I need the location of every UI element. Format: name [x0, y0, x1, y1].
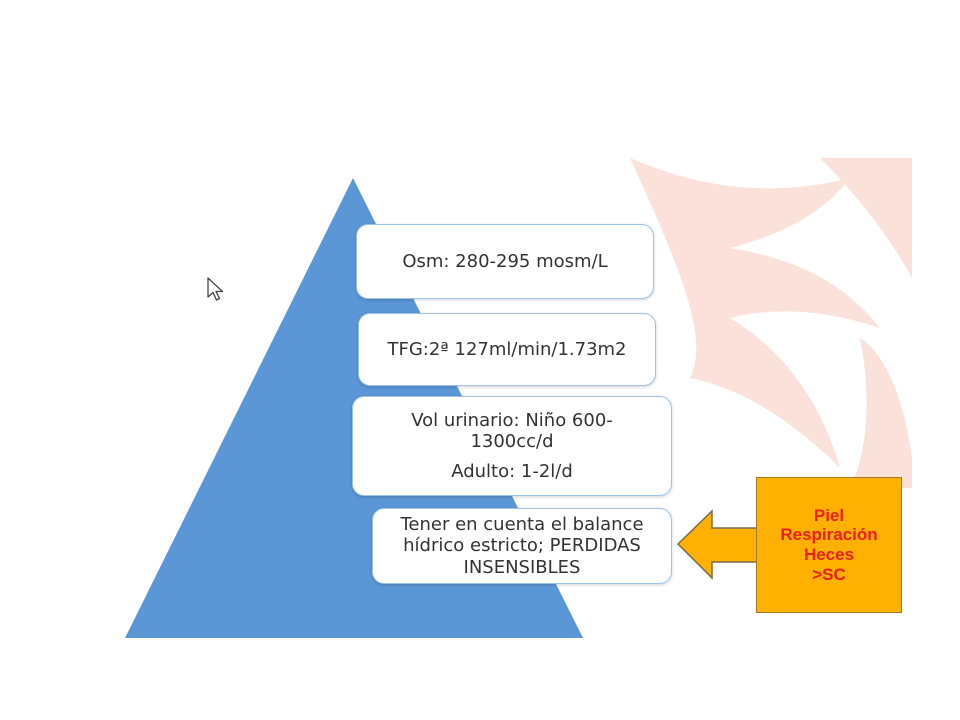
pyramid-level-vol-urinario: Vol urinario: Niño 600-1300cc/d Adulto: …	[352, 396, 672, 496]
osm-text: Osm: 280-295 mosm/L	[402, 250, 608, 272]
callout-heces: Heces	[803, 545, 855, 564]
callout-insensible-losses: Piel Respiración Heces >SC	[756, 477, 902, 613]
vol-urinario-text: Vol urinario: Niño 600-1300cc/d	[411, 409, 613, 453]
callout-respiracion: Respiración	[780, 525, 878, 545]
balance-text: Tener en cuenta el balance hídrico estri…	[400, 513, 644, 578]
pyramid-level-osm: Osm: 280-295 mosm/L	[356, 224, 654, 299]
phoenix-watermark	[630, 158, 912, 488]
tfg-text: TFG:2ª 127ml/min/1.73m2	[387, 338, 627, 360]
callout-sc: >SC	[812, 564, 846, 584]
pyramid-level-balance: Tener en cuenta el balance hídrico estri…	[372, 508, 672, 584]
vol-adulto-text: Adulto: 1-2l/d	[451, 460, 573, 482]
mouse-pointer-icon	[207, 277, 224, 301]
callout-piel: Piel	[813, 505, 845, 525]
pyramid-level-tfg: TFG:2ª 127ml/min/1.73m2	[358, 313, 656, 386]
